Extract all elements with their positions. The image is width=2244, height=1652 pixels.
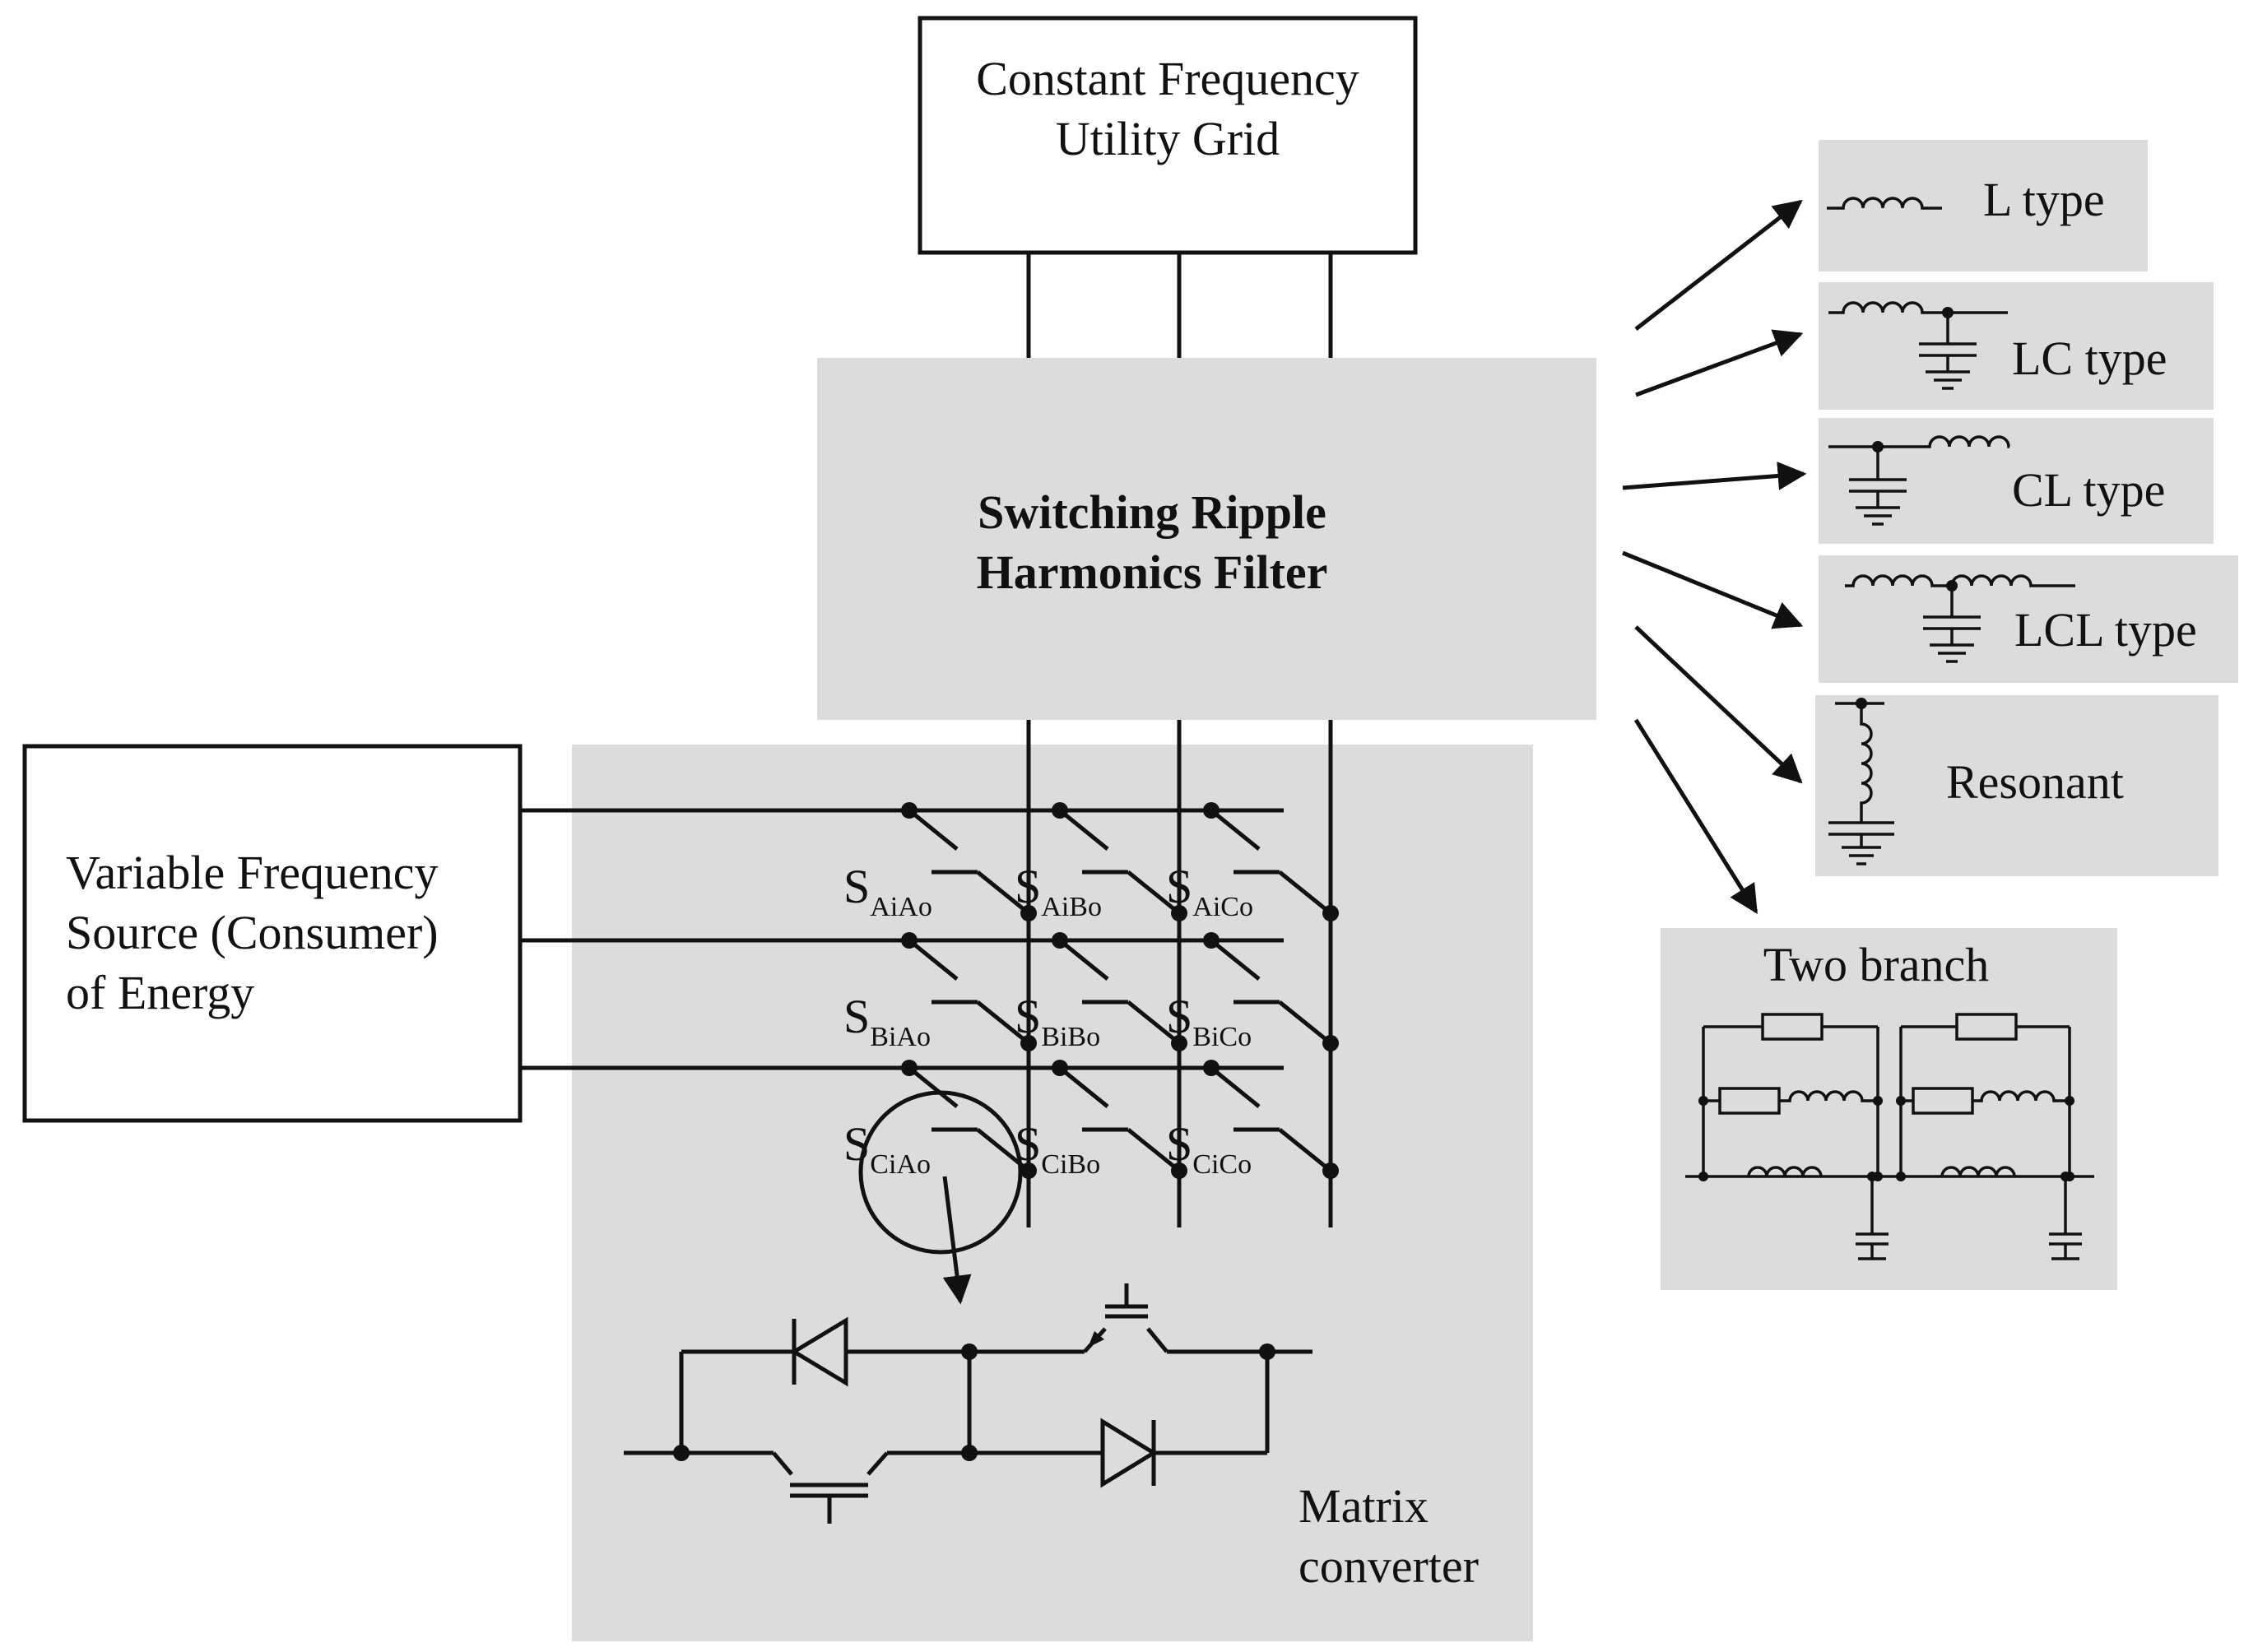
filter-type-label: LCL type <box>2014 603 2197 657</box>
capacitor-inductor-icon <box>1828 435 2010 526</box>
igbt-icon <box>1083 1283 1168 1353</box>
switch-label: SCiCo <box>1166 1117 1252 1180</box>
switch-label: SAiBo <box>1015 860 1102 922</box>
switch-label-sub: BiCo <box>1192 1022 1252 1052</box>
switch-label: SAiAo <box>843 860 932 922</box>
matrix-switch <box>1052 1060 1187 1179</box>
matrix-switch <box>1203 1060 1339 1179</box>
matrix-switch-grid <box>520 720 1339 1227</box>
switch-label-main: S <box>843 990 870 1043</box>
filter-type-arrows <box>1622 199 1807 914</box>
matrix-switch <box>1052 932 1187 1051</box>
matrix-switch <box>1203 932 1339 1051</box>
filter-type-cl: CL type <box>1819 418 2214 544</box>
filter-type-lcl: LCL type <box>1819 555 2238 683</box>
switch-label-sub: AiAo <box>870 892 932 922</box>
filter-type-resonant: Resonant <box>1815 695 2218 876</box>
inductor-icon <box>1827 197 1942 210</box>
switch-label: SBiAo <box>843 990 931 1052</box>
switch-label-sub: AiBo <box>1041 892 1102 922</box>
filter-type-label: LC type <box>2012 332 2167 385</box>
filter-type-label: Two branch <box>1763 938 1990 991</box>
filter-type-lc: LC type <box>1819 282 2214 410</box>
filter-type-l: L type <box>1819 140 2148 271</box>
switch-label: SBiBo <box>1015 990 1100 1052</box>
grid-filter-wires <box>1026 253 1333 358</box>
bidirectional-switch-detail <box>624 1283 1312 1524</box>
switch-label: SCiAo <box>843 1117 931 1180</box>
filter-type-label: L type <box>1983 173 2105 226</box>
switch-zoom-circle <box>858 1090 1023 1255</box>
matrix-switch <box>1052 802 1187 921</box>
matrix-switch <box>901 802 1037 921</box>
switch-label-sub: AiCo <box>1192 892 1253 922</box>
switch-label: SCiBo <box>1015 1117 1100 1180</box>
utility-grid-title-line2: Utility Grid <box>1056 112 1280 165</box>
inductor-capacitor-inductor-icon <box>1845 574 2075 663</box>
energy-source-box: Variable Frequency Source (Consumer) of … <box>22 744 523 1123</box>
converter-label-line2: converter <box>1299 1539 1479 1593</box>
switch-label: SAiCo <box>1166 860 1253 922</box>
switch-label: SBiCo <box>1166 990 1252 1052</box>
matrix-switch <box>901 932 1037 1051</box>
switch-label-main: S <box>1166 990 1192 1043</box>
source-line2: Source (Consumer) <box>66 906 439 959</box>
source-line1: Variable Frequency <box>66 846 439 899</box>
switch-label-main: S <box>843 860 870 913</box>
switch-label-main: S <box>1015 990 1041 1043</box>
switch-label-main: S <box>1015 860 1041 913</box>
matrix-converter-panel <box>572 745 1533 1641</box>
switch-label-sub: CiAo <box>870 1149 931 1180</box>
utility-grid-title-line1: Constant Frequency <box>976 52 1359 105</box>
source-line3: of Energy <box>66 966 254 1019</box>
converter-label-line1: Matrix <box>1299 1479 1429 1533</box>
zoom-arrow <box>942 1176 972 1305</box>
igbt-icon <box>772 1451 889 1524</box>
filter-title-line1: Switching Ripple <box>978 485 1326 539</box>
filter-panel <box>817 358 1596 720</box>
switch-label-sub: BiAo <box>870 1022 931 1052</box>
switch-label-sub: BiBo <box>1041 1022 1100 1052</box>
filter-type-label: Resonant <box>1946 755 2124 809</box>
two-branch-network-icon <box>1685 1013 2094 1260</box>
switch-label-main: S <box>1166 1117 1192 1171</box>
switch-label-sub: CiBo <box>1041 1149 1100 1180</box>
filter-type-label: CL type <box>2012 463 2165 517</box>
filter-type-two-branch: Two branch <box>1661 928 2117 1290</box>
inductor-capacitor-icon <box>1828 301 2008 390</box>
matrix-switch <box>1203 802 1339 921</box>
resonant-lc-icon <box>1828 698 1894 865</box>
switch-label-main: S <box>1166 860 1192 913</box>
utility-grid-box: Constant Frequency Utility Grid <box>918 16 1418 255</box>
filter-title-line2: Harmonics Filter <box>977 545 1328 599</box>
switch-label-sub: CiCo <box>1192 1149 1252 1180</box>
